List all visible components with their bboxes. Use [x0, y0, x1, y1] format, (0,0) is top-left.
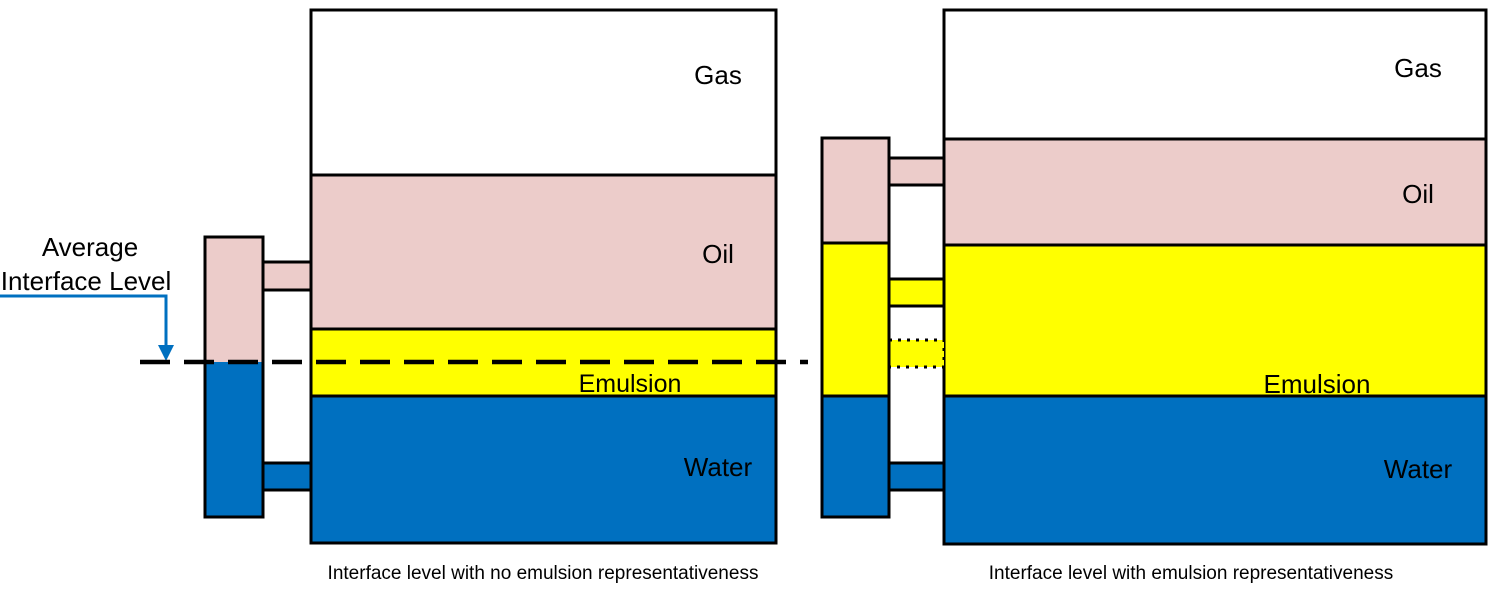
annotation-arrow	[0, 294, 168, 348]
right-water-layer	[942, 394, 1488, 546]
right-gas-label: Gas	[1394, 53, 1442, 83]
right-water-label: Water	[1384, 454, 1453, 484]
left-gas-label: Gas	[694, 60, 742, 90]
right-emulsion-label: Emulsion	[1264, 369, 1371, 399]
left-gas-layer	[309, 8, 778, 177]
right-oil-label: Oil	[1402, 179, 1434, 209]
annotation-line1: Average	[42, 232, 138, 262]
left-upper-nozzle	[261, 260, 313, 292]
left-gauge-water	[205, 362, 263, 517]
left-emulsion-label: Emulsion	[579, 370, 682, 398]
right-emulsion-layer	[942, 243, 1488, 398]
left-level-gauge	[203, 235, 265, 519]
right-bottom-nozzle	[887, 461, 946, 492]
right-gas-layer	[942, 8, 1488, 141]
left-lower-nozzle	[261, 461, 313, 492]
right-oil-layer	[942, 137, 1488, 247]
right-gauge-oil	[820, 136, 891, 245]
left-caption: Interface level with no emulsion represe…	[328, 563, 759, 584]
right-top-nozzle	[887, 156, 946, 187]
average-interface-annotation: Average Interface Level	[0, 232, 174, 361]
annotation-arrowhead-icon	[158, 345, 174, 361]
annotation-line2: Interface Level	[1, 266, 172, 296]
left-water-label: Water	[684, 452, 753, 482]
right-vessel: Gas Oil Emulsion Water Interface level w…	[820, 8, 1488, 584]
left-water-layer	[309, 394, 778, 545]
left-oil-layer	[309, 173, 778, 331]
right-dotted-nozzle	[887, 338, 946, 369]
left-vessel: Gas Oil Emulsion Water Interface level w…	[203, 8, 778, 584]
left-gauge-oil	[205, 237, 263, 362]
right-caption: Interface level with emulsion representa…	[989, 563, 1393, 584]
right-gauge-emulsion	[820, 241, 891, 398]
right-gauge-water	[820, 394, 891, 519]
left-oil-label: Oil	[702, 239, 734, 269]
right-middle-nozzle	[887, 277, 946, 308]
